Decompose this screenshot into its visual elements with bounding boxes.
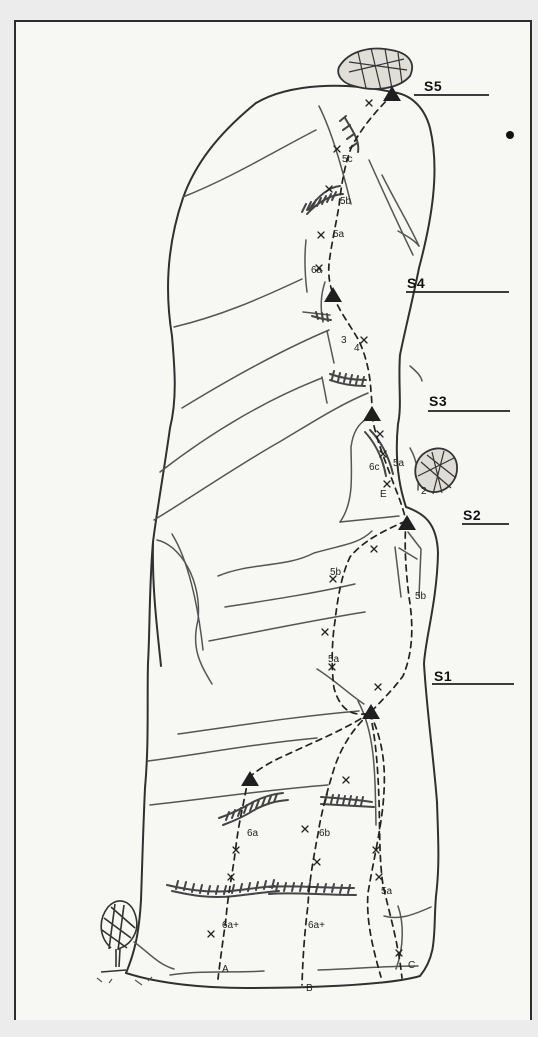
grade-5a-mid: 5a — [328, 655, 339, 665]
grade-6a-top: 6a — [311, 266, 322, 276]
grade-5a-top: 5a — [333, 230, 344, 240]
station-label-s2: S2 — [463, 507, 481, 523]
grade-5b-mid-left: 5b — [330, 568, 341, 578]
grade-6aplus-mid: 6a+ — [308, 921, 325, 931]
station-label-s1: S1 — [434, 668, 452, 684]
route-a-label: A — [222, 965, 229, 975]
roof-and-overhang-markings — [167, 116, 393, 897]
route-c-label: C — [408, 961, 415, 971]
grade-5b-top: 5b — [340, 197, 351, 207]
route-lines — [218, 94, 412, 985]
grade-5c: 5c — [342, 155, 353, 165]
grade-6a-low: 6a — [247, 829, 258, 839]
grade-5a-right: 5a — [381, 887, 392, 897]
grade-6b-low: 6b — [319, 829, 330, 839]
grade-6c: 6c — [369, 463, 380, 473]
grade-2: 2 — [421, 487, 427, 497]
rock-detail-lines — [134, 106, 431, 975]
grade-4: 4 — [354, 344, 360, 354]
bolt-marks — [208, 100, 402, 956]
station-label-s4: S4 — [407, 275, 425, 291]
station-label-s3: S3 — [429, 393, 447, 409]
station-label-s5: S5 — [424, 78, 442, 94]
grade-5b-mid-right: 5b — [415, 592, 426, 602]
grade-5a-s3: 5a — [393, 459, 404, 469]
summit-boulder — [338, 48, 412, 90]
grade-3: 3 — [341, 336, 347, 346]
route-b-label: B — [306, 984, 313, 994]
corner-dot — [506, 131, 514, 139]
grade-6aplus-left: 6a+ — [222, 921, 239, 931]
grade-e: E — [380, 490, 387, 500]
